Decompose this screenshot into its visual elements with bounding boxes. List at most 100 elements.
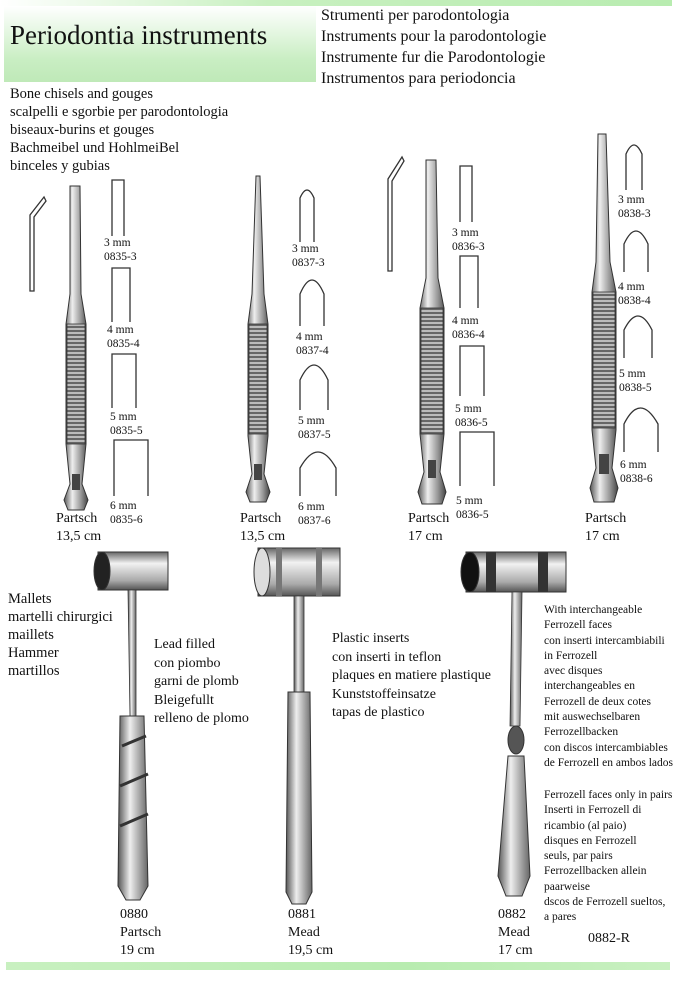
mallet-0880-description: Lead filled con piombo garni de plomb Bl… bbox=[154, 636, 249, 729]
mallet-0880-desc-it: con piombo bbox=[154, 655, 221, 671]
tip-size-0836-6: 5 mm bbox=[456, 495, 483, 507]
mallet-0881-desc-es: tapas de plastico bbox=[332, 705, 425, 720]
mallet-0881-desc-fr: plaques en matiere plastique bbox=[332, 668, 491, 683]
chisel-0835-handle bbox=[63, 185, 89, 511]
mallet-0881-code: 0881 bbox=[288, 907, 316, 922]
tip-code-0837-3: 0837-3 bbox=[292, 257, 325, 269]
tip-code-0836-3: 0836-3 bbox=[452, 241, 485, 253]
mallet-0882-desc-line-5: avec disques bbox=[544, 665, 603, 678]
chisels-heading-fr: biseaux-burins et gouges bbox=[10, 122, 155, 138]
mallets-heading: Mallets martelli chirurgici maillets Ham… bbox=[8, 590, 113, 680]
spare-desc-line-7: paarweise bbox=[544, 880, 590, 893]
chisels-heading: Bone chisels and gouges scalpelli e sgor… bbox=[10, 85, 228, 175]
tip-size-0836-3: 3 mm bbox=[452, 227, 479, 239]
tip-size-0838-5: 5 mm bbox=[619, 368, 646, 380]
tip-code-0836-4: 0836-4 bbox=[452, 329, 485, 341]
mallets-heading-de: Hammer bbox=[8, 645, 59, 661]
spare-desc-line-5: seuls, par pairs bbox=[544, 850, 613, 863]
tip-size-0835-6: 6 mm bbox=[110, 500, 137, 512]
chisel-0835-side-profile bbox=[29, 195, 47, 292]
mallet-0881-name: Mead bbox=[288, 925, 320, 940]
mallet-0880-name: Partsch bbox=[120, 925, 162, 940]
mallet-0882-code: 0882 bbox=[498, 907, 526, 922]
chisel-0836-handle bbox=[417, 159, 447, 505]
tip-code-0835-3: 0835-3 bbox=[104, 251, 137, 263]
tip-code-0835-6: 0835-6 bbox=[110, 514, 143, 526]
tip-size-0838-4: 4 mm bbox=[618, 281, 645, 293]
chisel-0836-side-profile bbox=[387, 155, 405, 272]
mallet-0880-desc-es: relleno de plomo bbox=[154, 711, 249, 726]
spare-desc-line-6: Ferrozellbacken allein bbox=[544, 865, 647, 878]
mallet-0882-name: Mead bbox=[498, 925, 530, 940]
mallet-0880-desc-de: Bleigefullt bbox=[154, 692, 214, 708]
gouge-0838-handle bbox=[589, 133, 619, 503]
tip-size-0837-5: 5 mm bbox=[298, 415, 325, 427]
gouge-0838-tip-shapes bbox=[623, 144, 659, 452]
mallets-heading-it: martelli chirurgici bbox=[8, 609, 113, 625]
mallet-0882-desc-line-6: interchangeables en bbox=[544, 680, 635, 693]
chisels-heading-en: Bone chisels and gouges bbox=[10, 86, 153, 102]
group-0835-name: Partsch bbox=[56, 511, 98, 526]
mallet-0882-spare-description: Ferrozell faces only in pairs Inserti in… bbox=[544, 788, 672, 926]
mallet-0881-desc-de: Kunststoffeinsatze bbox=[332, 686, 436, 702]
tip-code-0838-3: 0838-3 bbox=[618, 208, 651, 220]
spare-desc-line-8: dscos de Ferrozell sueltos, bbox=[544, 896, 666, 909]
mallet-0882-length: 17 cm bbox=[498, 943, 533, 958]
mallet-0881-desc-en: Plastic inserts bbox=[332, 631, 410, 646]
spare-desc-line-2: Inserti in Ferrozell di bbox=[544, 804, 642, 817]
subtitle-es: Instrumentos para periodoncia bbox=[321, 70, 516, 87]
tip-code-0836-5: 0836-5 bbox=[455, 417, 488, 429]
mallet-0882-desc-line-1: With interchangeable bbox=[544, 604, 643, 616]
subtitle-fr: Instruments pour la parodontologie bbox=[321, 28, 547, 45]
page-title: Periodontia instruments bbox=[10, 20, 268, 50]
tip-code-0838-5: 0838-5 bbox=[619, 382, 652, 394]
top-accent-bar bbox=[0, 0, 672, 6]
spare-desc-line-1: Ferrozell faces only in pairs bbox=[544, 789, 673, 801]
mallets-heading-es: martillos bbox=[8, 663, 60, 679]
mallet-0881-description: Plastic inserts con inserti in teflon pl… bbox=[332, 630, 491, 723]
chisel-0835-tip-shapes bbox=[111, 179, 149, 496]
mallets-heading-en: Mallets bbox=[8, 591, 52, 607]
group-0836-length: 17 cm bbox=[408, 529, 443, 544]
chisels-heading-es: binceles y gubias bbox=[10, 158, 110, 174]
tip-code-0837-6: 0837-6 bbox=[298, 515, 331, 527]
mallet-0882-desc-line-3: con inserti intercambiabili bbox=[544, 634, 665, 647]
tip-size-0838-6: 6 mm bbox=[620, 459, 647, 471]
tip-size-0838-3: 3 mm bbox=[618, 194, 645, 206]
mallet-0882-spare-code: 0882-R bbox=[588, 931, 630, 946]
title-box bbox=[4, 6, 316, 82]
tip-code-0838-4: 0838-4 bbox=[618, 295, 651, 307]
mallet-0880-desc-en: Lead filled bbox=[154, 637, 216, 652]
mallet-0880-image bbox=[93, 551, 169, 901]
chisels-heading-it: scalpelli e sgorbie per parodontologia bbox=[10, 104, 229, 120]
group-0837-length: 13,5 cm bbox=[240, 529, 286, 544]
mallet-0882-desc-line-10: con discos intercambiables bbox=[544, 741, 668, 754]
tip-code-0837-5: 0837-5 bbox=[298, 429, 331, 441]
tip-size-0836-5: 5 mm bbox=[455, 403, 482, 415]
mallet-0882-description: With interchangeable Ferrozell faces con… bbox=[544, 603, 673, 771]
mallet-0882-desc-line-11: de Ferrozell en ambos lados bbox=[544, 756, 674, 769]
tip-size-0836-4: 4 mm bbox=[452, 315, 479, 327]
tip-size-0837-4: 4 mm bbox=[296, 331, 323, 343]
chisel-0836-tip-shapes bbox=[459, 165, 495, 486]
subtitle-list: Strumenti per parodontologia Instruments… bbox=[321, 5, 546, 89]
tip-size-0835-3: 3 mm bbox=[104, 237, 131, 249]
tip-code-0836-6: 0836-5 bbox=[456, 509, 489, 521]
mallet-0882-desc-line-7: Ferrozell de deux cotes bbox=[544, 695, 651, 708]
group-0838-length: 17 cm bbox=[585, 529, 620, 544]
group-0835-length: 13,5 cm bbox=[56, 529, 102, 544]
tip-size-0835-5: 5 mm bbox=[110, 411, 137, 423]
bottom-accent-bar bbox=[6, 962, 670, 970]
mallet-0882-desc-line-9: Ferrozellbacken bbox=[544, 726, 619, 739]
tip-code-0837-4: 0837-4 bbox=[296, 345, 329, 357]
tip-code-0838-6: 0838-6 bbox=[620, 473, 653, 485]
mallet-0882-desc-line-4: in Ferrozell bbox=[544, 649, 598, 662]
mallet-0882-image bbox=[460, 551, 567, 897]
mallet-0880-code: 0880 bbox=[120, 907, 148, 922]
mallet-0880-length: 19 cm bbox=[120, 943, 155, 958]
spare-desc-line-4: disques en Ferrozell bbox=[544, 834, 637, 847]
group-0836-name: Partsch bbox=[408, 511, 450, 526]
tip-size-0837-3: 3 mm bbox=[292, 243, 319, 255]
group-0837-name: Partsch bbox=[240, 511, 282, 526]
subtitle-it: Strumenti per parodontologia bbox=[321, 7, 510, 24]
